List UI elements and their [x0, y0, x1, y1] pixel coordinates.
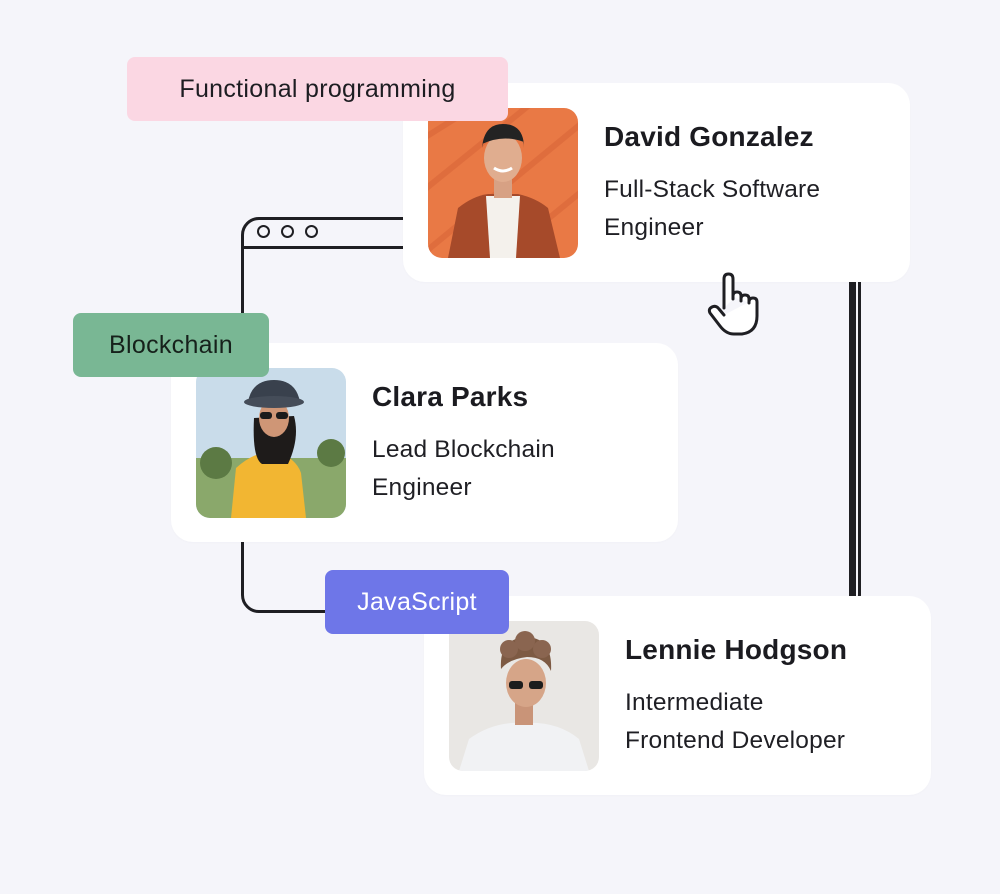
browser-title-bar-line: [241, 246, 411, 249]
profile-name: Lennie Hodgson: [625, 634, 848, 665]
tag-javascript[interactable]: JavaScript: [325, 570, 509, 634]
tag-blockchain[interactable]: Blockchain: [73, 313, 269, 377]
connector-line: [849, 282, 856, 597]
role-line: Intermediate: [625, 689, 764, 716]
profile-name: Clara Parks: [372, 381, 529, 412]
profile-card-clara[interactable]: Clara Parks Lead Blockchain Engineer: [171, 343, 678, 542]
role-line: Engineer: [372, 474, 472, 501]
profile-photo-lennie: [449, 621, 599, 771]
avatar: [196, 368, 346, 518]
avatar: [428, 108, 578, 258]
tag-label: Functional programming: [179, 74, 456, 103]
profile-role: Full-Stack Software Engineer: [604, 171, 894, 247]
profile-role: Intermediate Frontend Developer: [625, 684, 915, 760]
tag-label: JavaScript: [357, 587, 477, 616]
hand-pointer-icon: [707, 272, 759, 336]
profile-photo-david: [428, 108, 578, 258]
role-line: Frontend Developer: [625, 727, 846, 754]
tag-label: Blockchain: [109, 330, 233, 359]
window-dot-icon: [281, 225, 294, 238]
tag-functional-programming[interactable]: Functional programming: [127, 57, 508, 121]
profile-photo-clara: [196, 368, 346, 518]
profile-card-lennie[interactable]: Lennie Hodgson Intermediate Frontend Dev…: [424, 596, 931, 795]
window-dot-icon: [305, 225, 318, 238]
profile-card-david[interactable]: David Gonzalez Full-Stack Software Engin…: [403, 83, 910, 282]
avatar: [449, 621, 599, 771]
profile-role: Lead Blockchain Engineer: [372, 431, 662, 507]
profile-name: David Gonzalez: [604, 121, 814, 152]
role-line: Lead Blockchain: [372, 436, 555, 463]
role-line: Full-Stack Software: [604, 176, 821, 203]
role-line: Engineer: [604, 214, 704, 241]
window-dot-icon: [257, 225, 270, 238]
